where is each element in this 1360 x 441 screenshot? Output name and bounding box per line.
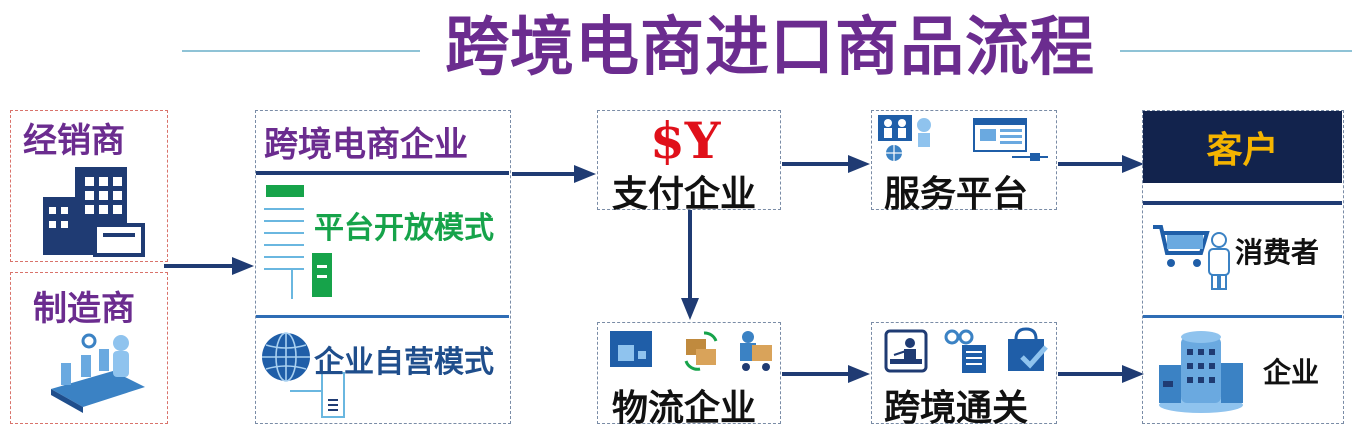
ecommerce-heading-underline: [256, 171, 509, 175]
distributor-label: 经销商: [23, 121, 125, 161]
manufacturer-box: 制造商: [10, 272, 168, 424]
office-building-icon: [43, 167, 145, 257]
delivery-worker-icon: [740, 331, 772, 371]
globe-icon: [262, 332, 345, 418]
customer-divider-top: [1143, 201, 1342, 205]
web-browser-icon: [973, 118, 1048, 161]
ecommerce-box: 跨境电商企业 平台开放模式 企业自营模式: [255, 110, 511, 424]
mode-self-label: 企业自营模式: [314, 345, 494, 380]
customs-label: 跨境通关: [884, 388, 1029, 429]
customer-box: 客户 消费者 企业: [1142, 110, 1344, 424]
title-line-left: [182, 50, 420, 52]
network-people-icon: [878, 115, 931, 161]
arrow-service-to-customer: [1058, 155, 1144, 173]
package-recycle-icon: [684, 331, 718, 371]
consumer-person-icon: [1208, 232, 1230, 290]
arrow-ecommerce-to-payment: [512, 165, 596, 183]
title-line-right: [1120, 50, 1352, 52]
warehouse-icon: [610, 331, 652, 367]
inspection-document-icon: [944, 329, 986, 373]
approved-bag-icon: [1008, 327, 1048, 371]
payment-label: 支付企业: [612, 174, 757, 215]
logistics-label: 物流企业: [612, 388, 757, 429]
enterprise-label: 企业: [1263, 356, 1320, 389]
distributor-box: 经销商: [10, 110, 168, 262]
shopping-cart-icon: [1153, 225, 1210, 267]
service-box: 服务平台: [871, 110, 1057, 215]
ecommerce-heading: 跨境电商企业: [264, 125, 468, 165]
ecommerce-divider: [256, 315, 509, 318]
arrow-logistics-to-customs: [782, 365, 870, 383]
arrow-customs-to-customer: [1058, 365, 1144, 383]
arrow-payment-to-logistics: [681, 210, 699, 320]
manufacturer-label: 制造商: [33, 289, 135, 329]
service-label: 服务平台: [884, 174, 1029, 215]
customs-box: 跨境通关: [871, 322, 1057, 429]
logistics-box: 物流企业: [597, 322, 781, 429]
payment-box: $Y 支付企业: [597, 110, 781, 215]
customer-heading: 客户: [1206, 130, 1279, 171]
server-rack-icon: [264, 185, 332, 299]
page-title: 跨境电商进口商品流程: [445, 11, 1095, 85]
mode-open-label: 平台开放模式: [314, 211, 494, 246]
factory-worker-icon: [51, 333, 145, 413]
customer-header: 客户: [1143, 111, 1342, 183]
customer-divider-bottom: [1143, 315, 1342, 318]
arrow-source-to-ecommerce: [164, 257, 254, 275]
enterprise-building-icon: [1159, 331, 1243, 413]
currency-icon: $Y: [650, 111, 721, 170]
customs-officer-icon: [884, 329, 928, 373]
consumer-label: 消费者: [1235, 236, 1320, 269]
arrow-payment-to-service: [782, 155, 870, 173]
